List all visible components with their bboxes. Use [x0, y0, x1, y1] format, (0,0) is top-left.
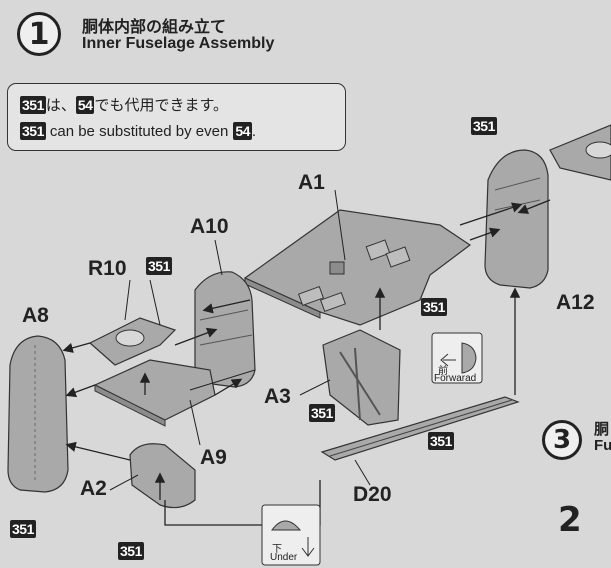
part-a3 — [322, 329, 401, 426]
part-badge-r10: 351 — [146, 257, 172, 275]
part-partial-right — [549, 124, 611, 181]
step-title-jp: 胴体内部の組み立て — [82, 17, 227, 36]
part-badge: 54 — [75, 95, 95, 114]
label-a8: A8 — [22, 304, 49, 327]
note-line-en: 351 can be substituted by even 54 . — [20, 122, 256, 140]
forward-hint-icon — [431, 332, 483, 384]
part-badge-a8: 351 — [10, 520, 36, 538]
part-badge: 351 — [20, 95, 46, 114]
label-d20: D20 — [353, 483, 392, 506]
label-r10: R10 — [88, 257, 127, 280]
forward-jp: 前 — [438, 366, 448, 377]
part-badge: 54 — [233, 122, 252, 140]
note-text: でも代用できます。 — [94, 97, 228, 114]
note-text: は、 — [45, 97, 76, 114]
label-a1: A1 — [298, 171, 325, 194]
part-a8 — [7, 335, 69, 493]
next-step-title-jp: 胴 — [594, 420, 610, 438]
part-badge-a12: 351 — [471, 117, 497, 135]
part-badge-d20: 351 — [428, 432, 454, 450]
next-step-title-en: Fu — [594, 437, 611, 454]
note-text: can be substituted by even — [49, 122, 229, 140]
note-text: . — [251, 122, 257, 140]
leader-lines — [109, 189, 371, 491]
part-a12 — [484, 149, 549, 289]
part-a10 — [194, 271, 256, 388]
next-step-circle: 3 — [542, 420, 582, 460]
under-en: Under — [270, 552, 298, 563]
note-line-jp: 351 は、 54 でも代用できます。 — [20, 94, 228, 115]
label-a2: A2 — [80, 477, 107, 500]
under-jp: 下 — [272, 544, 282, 555]
label-a10: A10 — [190, 215, 229, 238]
part-a2 — [129, 443, 196, 509]
label-a9: A9 — [200, 446, 227, 469]
part-r10 — [88, 317, 177, 366]
part-badge-a1: 351 — [421, 298, 447, 316]
part-a9 — [93, 359, 216, 427]
label-a12: A12 — [556, 291, 595, 314]
part-badge: 351 — [20, 122, 46, 140]
forward-en: Forwarad — [434, 373, 477, 384]
substitution-note: 351 は、 54 でも代用できます。 351 can be substitut… — [7, 83, 346, 151]
part-badge-a2: 351 — [118, 542, 144, 560]
under-hint-icon — [261, 504, 321, 566]
step-2-number: 2 — [558, 500, 582, 540]
part-a1 — [243, 209, 472, 326]
step-title-en: Inner Fuselage Assembly — [82, 35, 275, 52]
label-a3: A3 — [264, 385, 291, 408]
part-d20 — [320, 396, 520, 461]
assembly-arrows — [62, 199, 551, 526]
part-badge-a3: 351 — [309, 404, 335, 422]
step-number-circle: 1 — [17, 12, 61, 56]
